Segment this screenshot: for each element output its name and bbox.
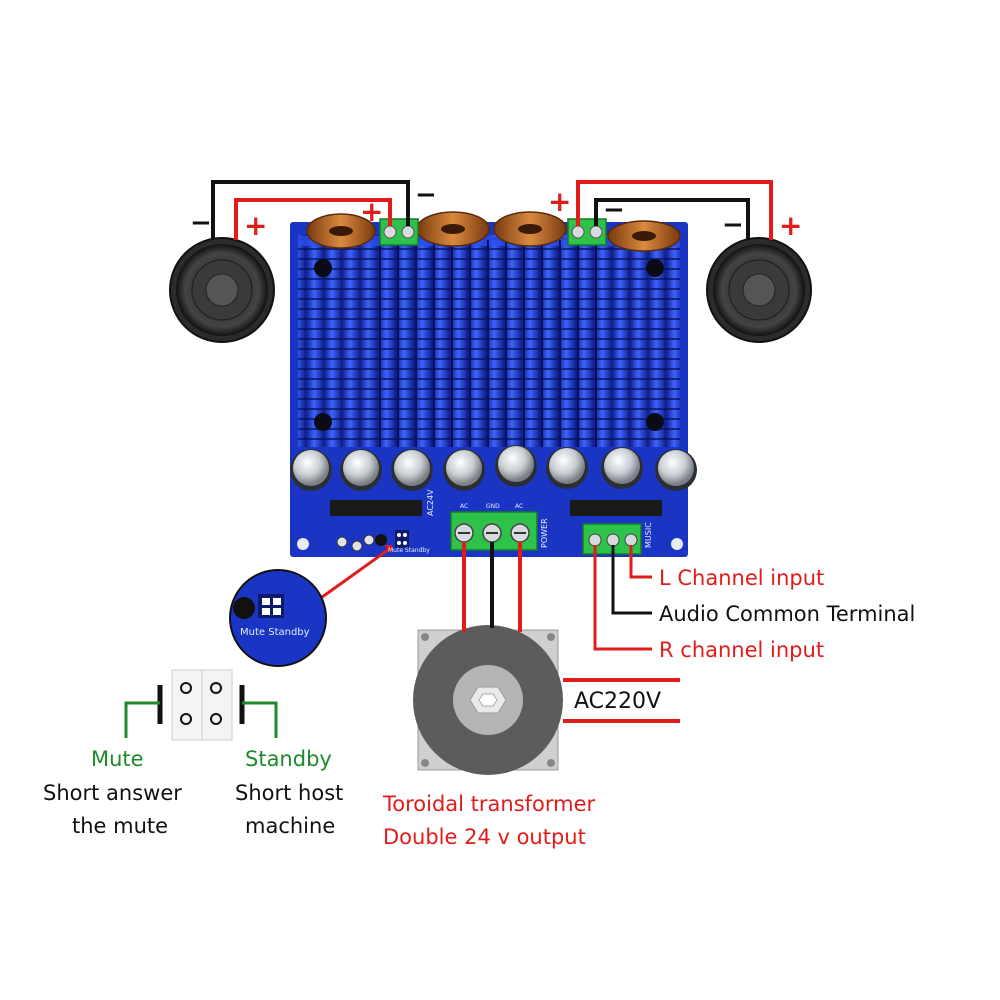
toroidal-transformer — [413, 625, 563, 775]
left-speaker — [169, 237, 275, 343]
speaker-wires — [211, 180, 773, 240]
capacitor — [443, 449, 485, 491]
mute-desc-line2: the mute — [72, 814, 169, 838]
mute-standby-zoom — [229, 545, 393, 667]
transformer-label-line2: Double 24 v output — [383, 825, 586, 849]
capacitor — [340, 449, 382, 491]
capacitor — [495, 445, 537, 487]
standby-title: Standby — [245, 747, 332, 771]
pcb-hole — [297, 538, 309, 550]
mute-title: Mute — [91, 747, 144, 771]
left-speaker-terminal[interactable] — [379, 218, 419, 246]
right-speaker-minus-sign: − — [722, 210, 744, 240]
mount-hole — [314, 259, 332, 277]
pcb-hole — [671, 538, 683, 550]
amplifier-chip-right — [570, 500, 662, 516]
left-speaker-minus-sign: − — [190, 208, 212, 238]
left-terminal-plus-sign: + — [360, 195, 384, 228]
mount-hole — [646, 413, 664, 431]
right-speaker-plus-sign: + — [779, 209, 803, 242]
mount-hole — [314, 413, 332, 431]
capacitor — [655, 449, 697, 491]
right-speaker — [706, 237, 812, 343]
silk-ac-2: AC — [515, 503, 524, 510]
silk-power: POWER — [540, 518, 549, 548]
right-terminal-minus-sign: − — [603, 195, 625, 225]
heatsink-fins — [379, 240, 597, 447]
silk-ac24v: AC24V — [426, 489, 435, 516]
capacitor — [601, 447, 643, 489]
capacitor — [290, 449, 332, 491]
transformer-label-line1: Toroidal transformer — [383, 792, 596, 816]
right-speaker-terminal[interactable] — [567, 218, 607, 246]
capacitor — [546, 447, 588, 489]
left-speaker-plus-sign: + — [244, 209, 268, 242]
ac220-wires — [563, 678, 680, 723]
transformer-wires — [462, 542, 522, 632]
capacitor-row — [290, 445, 697, 491]
l-channel-input-label: L Channel input — [659, 566, 825, 590]
silk-music: MUSIC — [644, 522, 653, 548]
silk-mute-standby: Mute Standby — [388, 547, 430, 554]
r-channel-input-label: R channel input — [659, 638, 825, 662]
small-components — [336, 530, 409, 552]
left-terminal-minus-sign: − — [415, 180, 437, 210]
capacitor — [391, 449, 433, 491]
zoom-mute-standby-label: Mute Standby — [240, 627, 310, 638]
standby-desc-line2: machine — [245, 814, 336, 838]
jumper-schematic — [124, 669, 278, 741]
right-terminal-plus-sign: + — [548, 185, 572, 218]
silk-ac-1: AC — [460, 503, 469, 510]
audio-common-terminal-label: Audio Common Terminal — [659, 602, 916, 626]
standby-desc-line1: Short host — [235, 781, 344, 805]
input-wires — [593, 545, 652, 651]
ac220v-label: AC220V — [574, 689, 662, 714]
amplifier-chip-left — [330, 500, 422, 516]
audio-input-terminal[interactable] — [582, 523, 642, 555]
mute-desc-line1: Short answer — [43, 781, 182, 805]
silk-gnd: GND — [486, 503, 500, 510]
mount-hole — [646, 259, 664, 277]
